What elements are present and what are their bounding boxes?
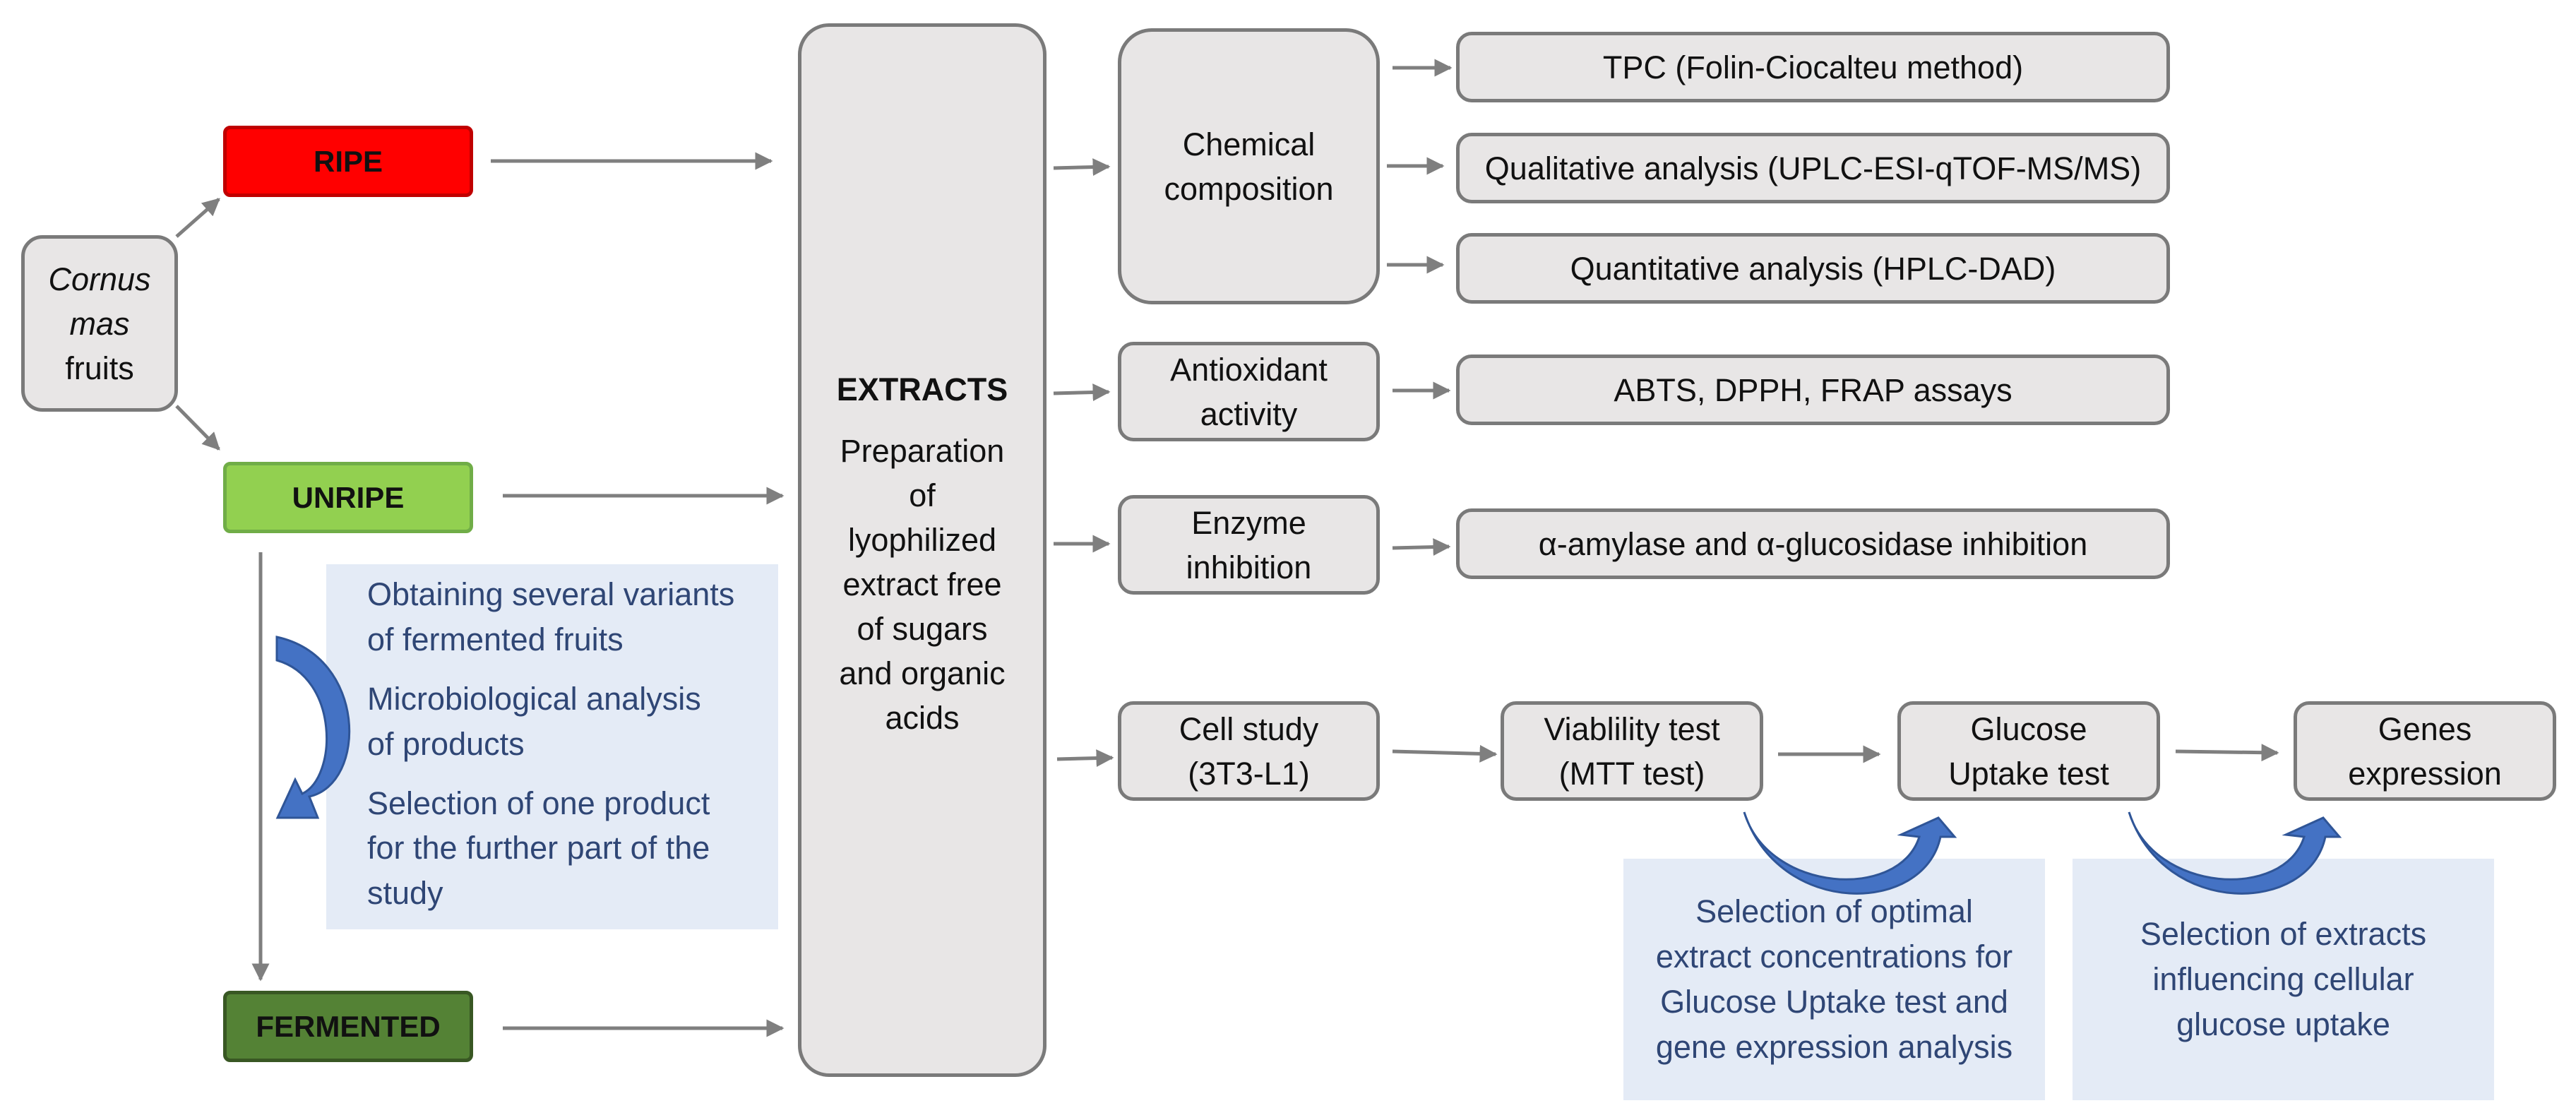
viability-test-label: Viablility test (MTT test) bbox=[1544, 710, 1720, 792]
fermentation-note-3: Selection of one product for the further… bbox=[367, 785, 710, 912]
fermentation-note-2: Microbiological analysis of products bbox=[367, 680, 701, 762]
genes-expression-box: Genes expression bbox=[2294, 701, 2556, 801]
cornus-mas-fruits-box: Cornus mas fruits bbox=[21, 235, 178, 412]
unripe-stage: UNRIPE bbox=[223, 462, 473, 533]
arrow-source-to-unripe bbox=[175, 405, 220, 451]
chemical-composition-label: Chemical composition bbox=[1164, 126, 1334, 207]
antioxidant-activity-label: Antioxidant activity bbox=[1170, 351, 1328, 432]
fermentation-notes-panel: Obtaining several variants of fermented … bbox=[326, 564, 778, 929]
tpc-method-label: TPC (Folin-Ciocalteu method) bbox=[1602, 49, 2024, 85]
extracts-box: EXTRACTS Preparation of lyophilized extr… bbox=[798, 23, 1046, 1077]
source-line-3: fruits bbox=[65, 350, 134, 386]
chemical-composition-box: Chemical composition bbox=[1118, 28, 1380, 304]
ripe-label: RIPE bbox=[313, 144, 383, 178]
enzyme-inhibition-label: Enzyme inhibition bbox=[1186, 504, 1312, 585]
enzyme-assays-box: α-amylase and α-glucosidase inhibition bbox=[1456, 508, 2170, 579]
enzyme-inhibition-box: Enzyme inhibition bbox=[1118, 495, 1380, 595]
viability-test-box: Viablility test (MTT test) bbox=[1501, 701, 1763, 801]
genes-expression-label: Genes expression bbox=[2348, 710, 2502, 792]
qualitative-analysis-box: Qualitative analysis (UPLC-ESI-qTOF-MS/M… bbox=[1456, 133, 2170, 203]
extract-selection-note: Selection of extracts influencing cellul… bbox=[2073, 859, 2494, 1100]
quantitative-analysis-label: Quantitative analysis (HPLC-DAD) bbox=[1570, 250, 2056, 287]
unripe-label: UNRIPE bbox=[292, 480, 405, 514]
extract-selection-text: Selection of extracts influencing cellul… bbox=[2140, 916, 2427, 1042]
fermentation-note-1: Obtaining several variants of fermented … bbox=[367, 576, 735, 657]
antioxidant-assays-label: ABTS, DPPH, FRAP assays bbox=[1614, 371, 2012, 408]
arrow-extracts-to-cell bbox=[1056, 749, 1114, 768]
source-line-1: Cornus bbox=[48, 261, 151, 297]
arrow-extracts-to-chemical bbox=[1053, 158, 1111, 177]
arrow-enzyme-to-assays bbox=[1392, 538, 1451, 556]
glucose-uptake-label: Glucose Uptake test bbox=[1948, 710, 2109, 792]
arrow-cell-to-viability bbox=[1392, 744, 1498, 763]
cell-study-box: Cell study (3T3-L1) bbox=[1118, 701, 1380, 801]
fermentation-curved-arrow-icon bbox=[275, 636, 351, 819]
tpc-method-box: TPC (Folin-Ciocalteu method) bbox=[1456, 32, 2170, 102]
glucose-to-genes-curved-arrow-icon bbox=[2128, 811, 2342, 895]
antioxidant-assays-box: ABTS, DPPH, FRAP assays bbox=[1456, 355, 2170, 425]
concentration-selection-note: Selection of optimal extract concentrati… bbox=[1623, 859, 2045, 1100]
fermented-label: FERMENTED bbox=[256, 1009, 441, 1043]
concentration-selection-text: Selection of optimal extract concentrati… bbox=[1655, 893, 2013, 1065]
viability-to-glucose-curved-arrow-icon bbox=[1743, 811, 1957, 895]
antioxidant-activity-box: Antioxidant activity bbox=[1118, 342, 1380, 441]
arrow-source-to-ripe bbox=[175, 198, 220, 238]
glucose-uptake-box: Glucose Uptake test bbox=[1897, 701, 2160, 801]
qualitative-analysis-label: Qualitative analysis (UPLC-ESI-qTOF-MS/M… bbox=[1484, 150, 2142, 186]
quantitative-analysis-box: Quantitative analysis (HPLC-DAD) bbox=[1456, 233, 2170, 304]
enzyme-assays-label: α-amylase and α-glucosidase inhibition bbox=[1538, 525, 2088, 562]
source-line-2: mas bbox=[69, 305, 130, 342]
extracts-description: Preparation of lyophilized extract free … bbox=[839, 433, 1006, 736]
cell-study-label: Cell study (3T3-L1) bbox=[1179, 710, 1319, 792]
arrow-extracts-to-antioxidant bbox=[1053, 383, 1111, 402]
ripe-stage: RIPE bbox=[223, 126, 473, 197]
arrow-glucose-to-genes bbox=[2175, 744, 2279, 762]
extracts-title: EXTRACTS bbox=[836, 371, 1008, 407]
fermented-stage: FERMENTED bbox=[223, 991, 473, 1062]
